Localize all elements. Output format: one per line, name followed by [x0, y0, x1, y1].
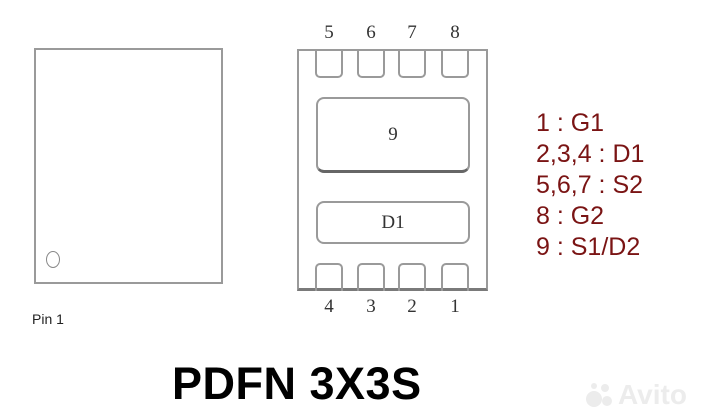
pin-3-pad: [357, 263, 385, 291]
watermark-text: Avito: [618, 379, 687, 410]
pin-6-pad: [357, 50, 385, 78]
pin-number-5: 5: [324, 22, 334, 43]
pin-legend: 1 : G1 2,3,4 : D1 5,6,7 : S2 8 : G2 9 : …: [536, 108, 644, 263]
pin-5-pad: [315, 50, 343, 78]
pin-number-2: 2: [407, 296, 417, 317]
pad-d1: D1: [316, 201, 470, 244]
thermal-pad-9: 9: [316, 97, 470, 173]
pin-number-6: 6: [366, 22, 376, 43]
pin-number-8: 8: [450, 22, 460, 43]
chip-outline: [297, 49, 488, 291]
pad-9-label: 9: [388, 123, 398, 145]
pin-number-1: 1: [450, 296, 460, 317]
pin-7-pad: [398, 50, 426, 78]
legend-item: 1 : G1: [536, 109, 605, 137]
avito-logo-icon: [586, 383, 612, 407]
legend-item: 9 : S1/D2: [536, 233, 641, 261]
legend-item: 2,3,4 : D1: [536, 140, 645, 168]
pad-d1-label: D1: [381, 211, 405, 233]
pin-1-pad: [441, 263, 469, 291]
pin-4-pad: [315, 263, 343, 291]
package-title: PDFN 3X3S: [172, 358, 422, 409]
pin-8-pad: [441, 50, 469, 78]
legend-item: 5,6,7 : S2: [536, 171, 644, 199]
pin1-marker-icon: [46, 251, 60, 268]
pin-number-4: 4: [324, 296, 334, 317]
pin-2-pad: [398, 263, 426, 291]
package-outline-bottom-view: [34, 48, 223, 284]
pin1-label: Pin 1: [32, 311, 64, 327]
pin-number-3: 3: [366, 296, 376, 317]
legend-item: 8 : G2: [536, 202, 605, 230]
pin-number-7: 7: [407, 22, 417, 43]
